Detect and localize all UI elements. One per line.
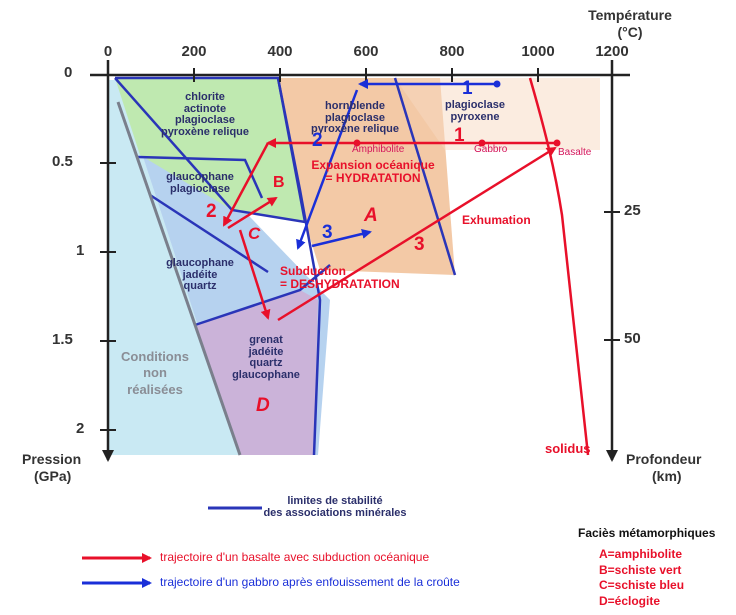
blue-path-number-1: 1 (462, 78, 473, 99)
pressure-tick-2: 2 (76, 420, 85, 437)
pressure-unit: (GPa) (34, 468, 72, 484)
pressure-tick-0: 0 (64, 64, 73, 81)
depth-tick-25: 25 (624, 202, 641, 219)
blue-gabbro-path (296, 79, 497, 250)
facies-letter-B: B (273, 174, 285, 191)
axis-ticks (100, 68, 620, 431)
temp-tick-1200: 1200 (595, 43, 629, 60)
facies-letter-A: A (364, 205, 378, 226)
expansion-hydration-label: Expansion océanique= HYDRATATION (311, 158, 435, 185)
red-basalt-path (222, 138, 557, 322)
red-path-number-1: 1 (454, 125, 465, 146)
region-gabbro-zone (395, 78, 600, 150)
solidus-label: solidus (545, 441, 591, 456)
temp-tick-200: 200 (181, 43, 207, 60)
unrealized-boundary (116, 101, 242, 456)
legend-red-path-text: trajectoire d'un basalte avec subduction… (160, 550, 430, 564)
rock-basalte-label: Basalte (558, 147, 592, 158)
blue-path-number-3: 3 (322, 222, 333, 243)
blue-path-number-2: 2 (312, 130, 323, 151)
temp-tick-600: 600 (353, 43, 379, 60)
temp-tick-400: 400 (267, 43, 293, 60)
temp-tick-0: 0 (103, 43, 113, 60)
subduction-dehydration-label: Subduction= DESHYDRATATION (280, 264, 400, 291)
facies-letter-D: D (256, 395, 270, 416)
depth-unit: (km) (652, 468, 682, 484)
temp-tick-800: 800 (439, 43, 465, 60)
pressure-title: Pression (22, 451, 82, 467)
depth-title: Profondeur (626, 451, 702, 467)
red-path-number-2: 2 (206, 201, 217, 222)
exhumation-label: Exhumation (462, 213, 531, 227)
blue-path-start (493, 80, 501, 88)
depth-tick-50: 50 (624, 330, 641, 347)
temperature-title: Température (588, 7, 672, 23)
rock-gabbro-label: Gabbro (474, 144, 508, 155)
legend-blue-path-text: trajectoire d'un gabbro après enfouissem… (160, 575, 460, 589)
red-path-points (353, 139, 561, 147)
facies-legend-title: Faciès métamorphiques (578, 526, 716, 540)
red-path-number-3: 3 (414, 234, 425, 255)
pressure-tick-0-5: 0.5 (52, 153, 73, 170)
temp-tick-1000: 1000 (521, 43, 555, 60)
facies-letter-C: C (248, 224, 261, 243)
pressure-tick-1: 1 (76, 242, 85, 259)
pressure-tick-1-5: 1.5 (52, 331, 73, 348)
rock-amphibolite-label: Amphibolite (352, 144, 405, 155)
temperature-unit: (°C) (617, 24, 643, 40)
